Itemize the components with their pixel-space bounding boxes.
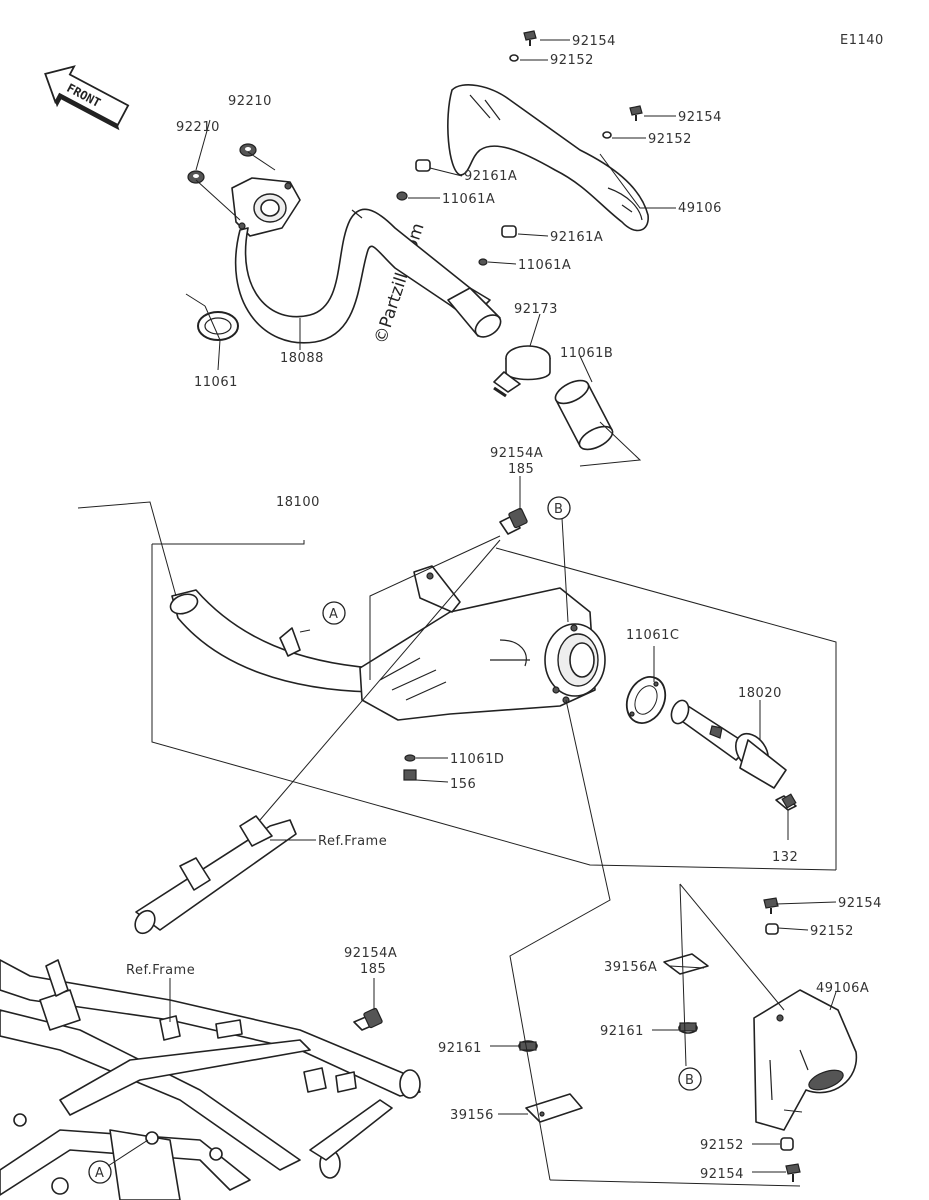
label-92154a-top: 92154A: [490, 446, 543, 461]
nut-92210-a: [187, 170, 205, 184]
label-185-top: 185: [508, 462, 534, 477]
heat-guard-49106a: [753, 989, 858, 1131]
screw-92154-r: [629, 105, 643, 121]
screw-92154-top: [523, 30, 537, 46]
label-ref-frame-1: Ref.Frame: [318, 834, 387, 849]
callout-a-top: A: [322, 601, 346, 625]
label-11061d: 11061D: [450, 752, 504, 767]
label-92210-a: 92210: [176, 120, 220, 135]
collar-92152-r: [602, 131, 612, 139]
label-11061a-1: 11061A: [442, 192, 495, 207]
label-156: 156: [450, 777, 476, 792]
spark-arrester-18020: [670, 699, 787, 789]
collar-92152-top: [509, 54, 519, 62]
label-92152-r: 92152: [648, 132, 692, 147]
pad-39156a: [663, 953, 709, 975]
label-92152-bot: 92152: [700, 1138, 744, 1153]
header-pipe-18088: [231, 177, 491, 344]
label-185-bot: 185: [360, 962, 386, 977]
grommet-92161a-2: [501, 225, 517, 238]
muffler-18100: [169, 565, 606, 721]
svg-text:A: A: [329, 607, 338, 622]
label-92154-top: 92154: [572, 34, 616, 49]
label-92161a-1: 92161A: [464, 169, 517, 184]
gasket-11061b: [554, 379, 614, 451]
svg-text:A: A: [95, 1166, 104, 1181]
front-arrow-icon: FRONT: [44, 65, 130, 131]
label-18088: 18088: [280, 351, 324, 366]
callout-b-bottom: B: [678, 1067, 702, 1091]
nut-92210-b: [239, 143, 257, 157]
screw-92154-br: [763, 897, 779, 914]
label-92173: 92173: [514, 302, 558, 317]
washer-11061a-1: [396, 191, 408, 201]
bolt-92154a-lower: [353, 1007, 383, 1031]
grommet-92161a-1: [415, 159, 431, 172]
label-18100: 18100: [276, 495, 320, 510]
label-49106: 49106: [678, 201, 722, 216]
label-92152-br: 92152: [810, 924, 854, 939]
diagram-id: E1140: [840, 33, 884, 48]
label-11061: 11061: [194, 375, 238, 390]
clamp-92173: [493, 345, 551, 398]
gasket-11061c: [625, 676, 667, 724]
frame-assembly: [0, 959, 421, 1200]
label-39156a: 39156A: [604, 960, 657, 975]
washer-11061a-2: [478, 258, 488, 266]
label-92154-bot: 92154: [700, 1167, 744, 1182]
grommet-92161-r: [678, 1022, 698, 1034]
collar-92152-bot: [780, 1137, 794, 1151]
label-132: 132: [772, 850, 798, 865]
bolt-132: [775, 793, 797, 811]
label-11061c: 11061C: [626, 628, 679, 643]
screw-92154-bot: [785, 1163, 801, 1182]
heat-guard-49106: [447, 84, 649, 232]
label-ref-frame-2: Ref.Frame: [126, 963, 195, 978]
label-92161-l: 92161: [438, 1041, 482, 1056]
callout-b-top: B: [547, 496, 571, 520]
label-92154-br: 92154: [838, 896, 882, 911]
grommet-92161-l: [518, 1040, 538, 1052]
label-49106a: 49106A: [816, 981, 869, 996]
svg-text:B: B: [685, 1073, 694, 1088]
part-labels: 92154 92152 92154 92152 92161A 11061A 49…: [126, 34, 882, 1182]
label-92210-b: 92210: [228, 94, 272, 109]
gasket-11061: [197, 311, 239, 341]
label-11061b: 11061B: [560, 346, 613, 361]
pipe-stub: [447, 287, 502, 338]
label-92154a-bot: 92154A: [344, 946, 397, 961]
pad-39156: [525, 1093, 583, 1123]
leader-lines: [77, 39, 837, 1187]
bolt-156: [403, 769, 417, 781]
label-39156: 39156: [450, 1108, 494, 1123]
label-92161-r: 92161: [600, 1024, 644, 1039]
label-11061a-2: 11061A: [518, 258, 571, 273]
svg-text:B: B: [554, 502, 563, 517]
callout-a-bottom: A: [88, 1160, 112, 1184]
washer-11061d: [404, 754, 416, 762]
collar-92152-br: [765, 923, 779, 935]
bolt-92154a-upper: [499, 507, 528, 535]
ref-frame-bracket: [134, 815, 297, 935]
label-92161a-2: 92161A: [550, 230, 603, 245]
label-92152-top: 92152: [550, 53, 594, 68]
label-92154-r: 92154: [678, 110, 722, 125]
label-18020: 18020: [738, 686, 782, 701]
